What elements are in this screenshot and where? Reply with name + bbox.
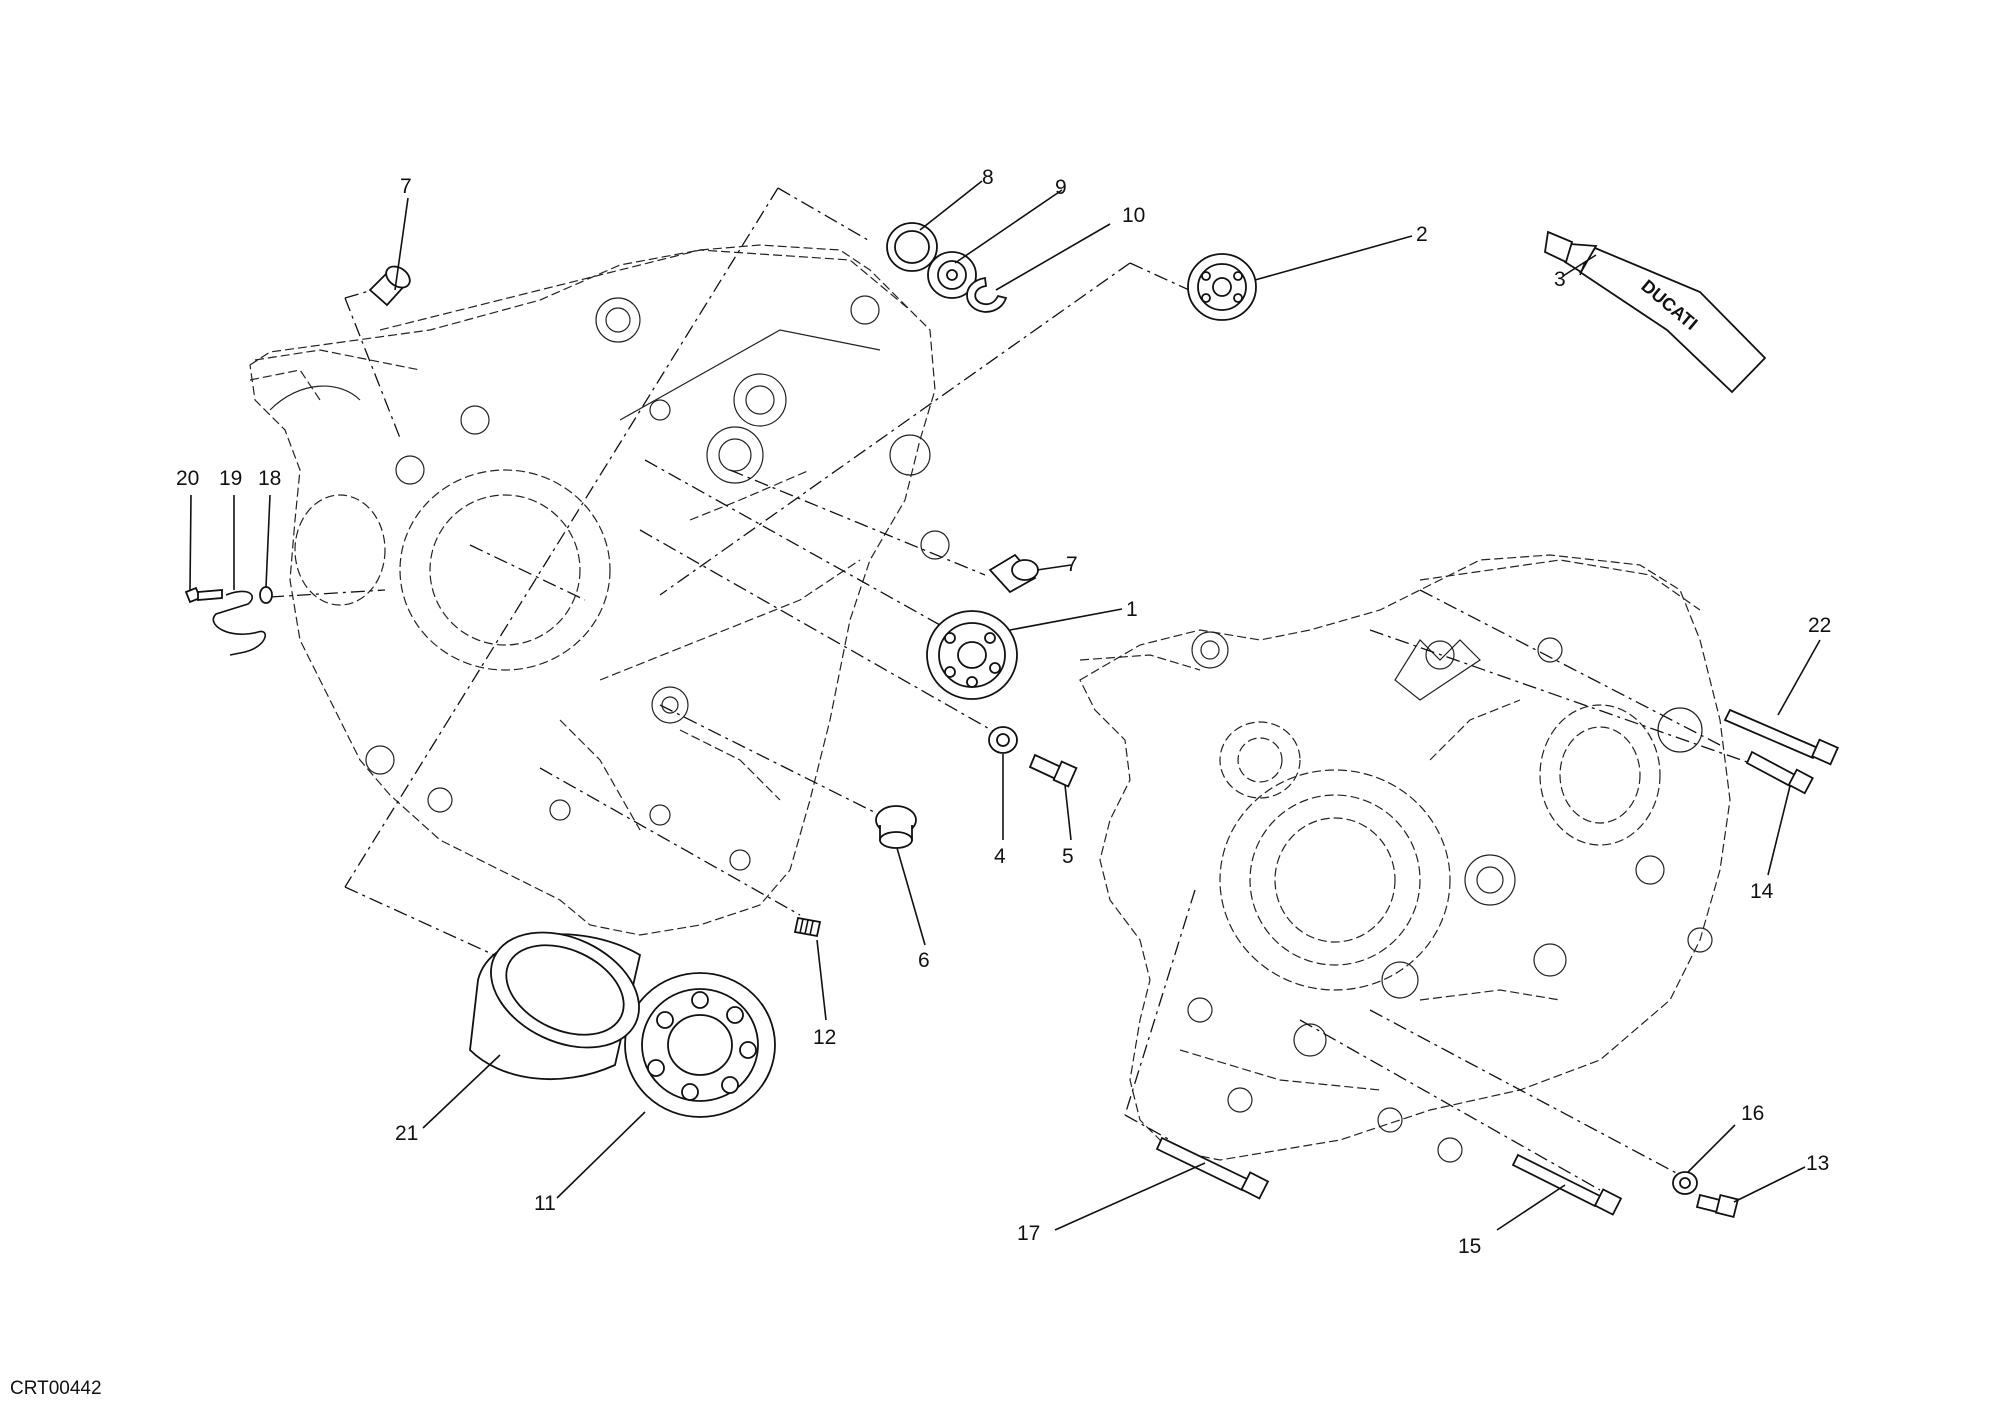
callout-1: 1 [1126, 598, 1138, 621]
sealant-tube-3: DUCATI [1544, 230, 1767, 394]
callout-2: 2 [1416, 223, 1428, 246]
callout-4: 4 [994, 845, 1006, 868]
left-crankcase-half [249, 244, 950, 936]
right-crankcase-half [1079, 554, 1731, 1163]
bearing-1 [926, 610, 1018, 700]
callout-22: 22 [1808, 614, 1831, 637]
screw-13 [1695, 1193, 1740, 1219]
screw-5 [1028, 753, 1078, 788]
bearing-9 [927, 251, 977, 299]
callout-17: 17 [1017, 1222, 1040, 1245]
callout-3: 3 [1554, 268, 1566, 291]
bearing-11 [624, 972, 776, 1118]
callout-18: 18 [258, 467, 281, 490]
screw-22 [1723, 708, 1839, 766]
callout-13: 13 [1806, 1152, 1829, 1175]
callout-20: 20 [176, 467, 199, 490]
clip-19 [212, 590, 267, 656]
callout-19: 19 [219, 467, 242, 490]
o-ring-18 [259, 586, 273, 604]
callout-14: 14 [1750, 880, 1774, 903]
bearing-2 [1187, 253, 1257, 321]
screw-15 [1511, 1153, 1623, 1216]
washer-16 [1672, 1171, 1698, 1195]
dowel-7-mid [988, 553, 1039, 594]
callout-8: 8 [982, 166, 994, 189]
dowel-7-top [368, 265, 411, 307]
seal-ring-21 [469, 931, 642, 1081]
callout-12: 12 [813, 1026, 836, 1049]
callout-7-mid: 7 [1066, 553, 1078, 576]
grub-screw-12 [793, 916, 822, 938]
screw-17 [1155, 1136, 1270, 1200]
leader-lines [189, 180, 1821, 1231]
washer-4 [988, 726, 1018, 754]
callout-21: 21 [395, 1122, 418, 1145]
callout-labels: 1 2 3 4 5 6 7 7 8 9 10 11 12 13 14 15 16… [176, 166, 1831, 1258]
drawing-code: CRT00442 [10, 1378, 102, 1399]
plug-6 [875, 805, 917, 849]
callout-5: 5 [1062, 845, 1074, 868]
screw-20 [184, 586, 223, 604]
callout-7-top: 7 [400, 175, 412, 198]
callout-10: 10 [1122, 204, 1145, 227]
callout-16: 16 [1741, 1102, 1764, 1125]
callout-6: 6 [918, 949, 930, 972]
screw-14 [1745, 750, 1814, 795]
callout-15: 15 [1458, 1235, 1481, 1258]
callout-9: 9 [1055, 176, 1067, 199]
circlip-10 [966, 276, 1008, 313]
callout-11: 11 [534, 1192, 556, 1215]
seal-ring-8 [886, 222, 938, 272]
